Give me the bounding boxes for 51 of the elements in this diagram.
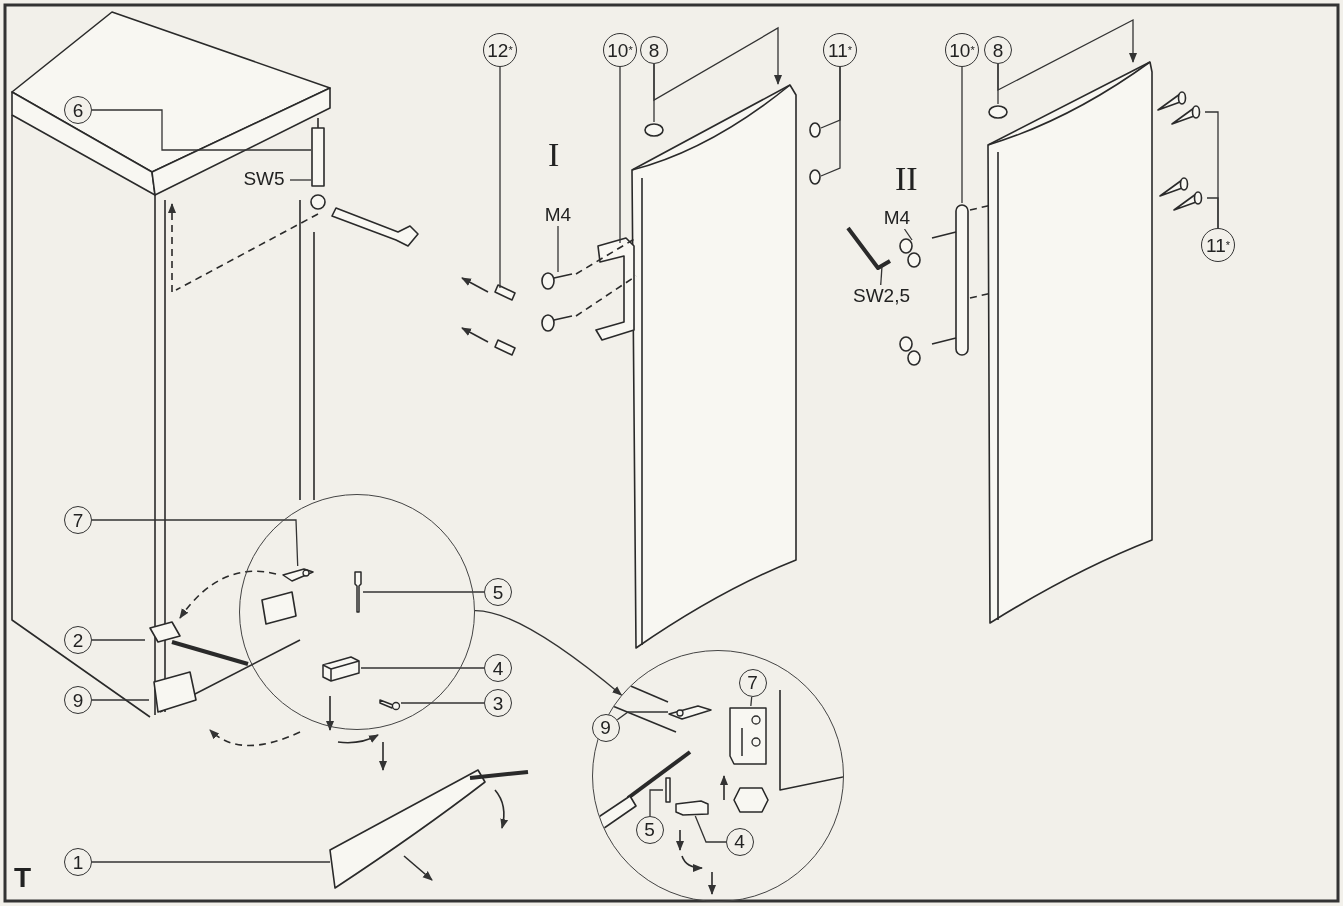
callout-number: 7	[738, 668, 767, 697]
callout-number: 2	[64, 626, 92, 654]
leader-line	[903, 228, 913, 241]
connector-arrow	[474, 609, 623, 696]
leader-line	[91, 639, 146, 641]
hinge-pin	[352, 569, 363, 614]
hinge-plate	[281, 565, 314, 582]
leader-line	[616, 711, 669, 721]
leader-line	[289, 179, 312, 181]
callout-number: 9	[591, 713, 620, 742]
callout-number: 11$^{*}$	[1201, 228, 1235, 262]
leader-line	[961, 66, 963, 204]
figure-letter: T	[14, 862, 32, 894]
leader-line	[880, 265, 883, 286]
hinge-pin	[662, 776, 673, 803]
callout-number: 8	[984, 36, 1012, 64]
callout-number: 10$^{*}$	[945, 33, 979, 67]
leader-line	[619, 66, 621, 244]
callout-number: 8	[640, 36, 668, 64]
leader-line	[400, 702, 485, 704]
hinge-block	[674, 799, 709, 816]
callout-number: 10$^{*}$	[603, 33, 637, 67]
callout-number: 3	[484, 689, 512, 717]
leader-line	[1206, 197, 1219, 229]
callout-number: 7	[64, 506, 92, 534]
leader-line	[91, 519, 299, 567]
section-numeral: I	[548, 136, 560, 174]
callout-number: 1	[64, 848, 92, 876]
leader-line	[360, 667, 485, 669]
leader-line	[362, 591, 485, 593]
hinge-plate	[667, 703, 712, 720]
leader-line	[557, 225, 559, 273]
leader-line	[997, 18, 1137, 92]
leader-line	[653, 26, 782, 102]
leader-line	[820, 66, 841, 177]
leader-line	[694, 815, 727, 843]
callout-number: 4	[725, 827, 754, 856]
leader-line	[91, 699, 150, 701]
callout-number: 11$^{*}$	[823, 33, 857, 67]
leader-line	[91, 861, 331, 863]
leader-line	[750, 696, 753, 707]
callout-number: 9	[64, 686, 92, 714]
callout-number: 5	[484, 578, 512, 606]
section-numeral: II	[895, 160, 918, 198]
callout-number: 12$^{*}$	[483, 33, 517, 67]
leader-line	[649, 789, 664, 817]
hinge-bracket	[727, 705, 768, 766]
leader-line	[499, 66, 501, 289]
leader-line	[91, 109, 312, 151]
callout-number: 5	[635, 815, 664, 844]
callout-number: 4	[484, 654, 512, 682]
